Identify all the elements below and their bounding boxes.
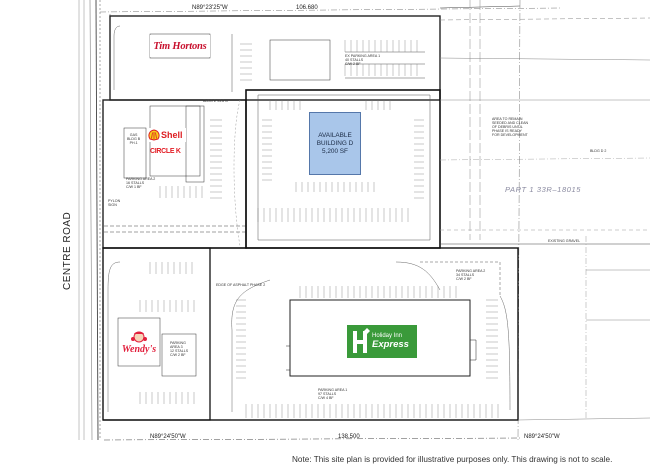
area-to-remain-label: AREA TO REMAIN SEEDED AND CLEAN OF DEBRI… (492, 117, 529, 137)
parking-area-1-label: PARKING AREA 1 97 STALLS C/W 4 BF (318, 388, 348, 400)
building-d[interactable]: AVAILABLE BUILDING D 5,200 SF (309, 112, 361, 175)
parking-area-top-label: EX PARKING AREA 1 40 STALLS C/W 2 BF (345, 54, 381, 66)
parking-area-shell-label: PARKING AREA 2 16 STALLS C/W 1 BF (126, 177, 156, 189)
shell-logo-text: Shell (161, 130, 183, 140)
gas-building-label: GAS BLDG B PH.1 (127, 133, 141, 145)
building-d2-label: BLDG D 2 (590, 149, 607, 153)
circle-k-logo-text: CIRCLE K (150, 147, 181, 155)
building-d-name: BUILDING D (316, 139, 354, 147)
circle-k-logo: CIRCLE K (150, 145, 186, 157)
holiday-inn-name: Holiday Inn (372, 333, 403, 339)
distance-top: 106.680 (296, 5, 318, 11)
tim-hortons-logo-text: Tim Hortons (153, 40, 207, 52)
holiday-inn-express-logo: Holiday Inn Express (347, 325, 417, 358)
bearing-bottom-right: N89°24'50"W (524, 434, 560, 440)
parking-area-wendys-label: PARKING AREA 3 12 STALLS C/W 2 BF (170, 341, 189, 357)
building-e-label: BLDG E 93.8 m (203, 99, 229, 103)
building-d-status: AVAILABLE (318, 131, 352, 139)
bearing-top: N89°23'25"W (192, 5, 228, 11)
shell-logo: Shell (148, 128, 186, 142)
wendys-logo-text: Wendy's (121, 343, 157, 355)
disclaimer-note: Note: This site plan is provided for ill… (292, 455, 613, 464)
wendys-girl-icon (131, 331, 147, 342)
holiday-inn-express-text: Express (372, 339, 409, 350)
tim-hortons-logo: Tim Hortons (150, 35, 210, 57)
building-d-area: 5,200 SF (322, 147, 348, 155)
parking-area-2-label: PARKING AREA 2 34 STALLS C/W 2 BF (456, 269, 486, 281)
road-label: CENTRE ROAD (62, 211, 73, 290)
part-label: PART 1 33R–18015 (505, 185, 582, 194)
pylon-sign-label: PYLON SIGN (108, 199, 121, 207)
wendys-logo: Wendy's (118, 324, 160, 360)
shell-pecten-icon (148, 129, 160, 141)
edge-of-asphalt-label: EDGE OF ASPHALT PHASE 2 (216, 283, 266, 287)
existing-gravel-label: EXISTING GRAVEL (548, 239, 581, 243)
holiday-inn-h-icon (353, 327, 370, 353)
distance-bottom: 138.500 (338, 434, 360, 440)
bearing-bottom-left: N89°24'50"W (150, 434, 186, 440)
